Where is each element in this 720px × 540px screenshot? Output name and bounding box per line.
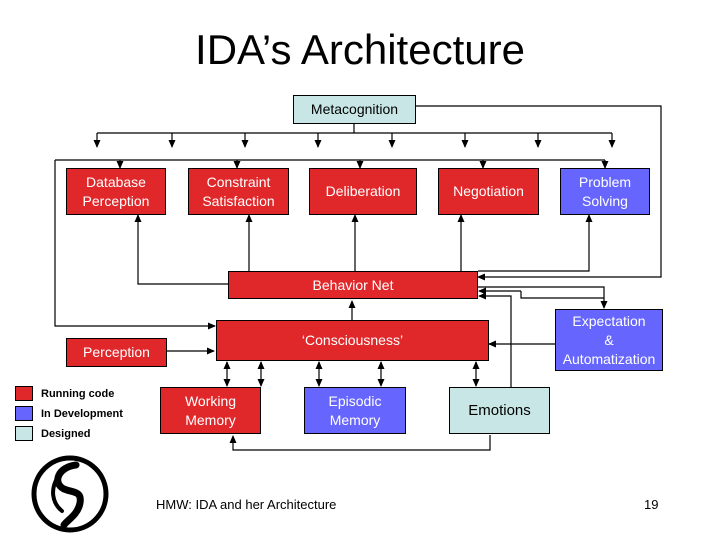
legend-label-running: Running code [41, 387, 115, 400]
legend-label-designed: Designed [41, 427, 91, 440]
deliberation-box: Deliberation [309, 168, 417, 215]
legend-in-development: In Development [15, 406, 123, 421]
legend-running-code: Running code [15, 386, 114, 401]
page-number: 19 [644, 497, 659, 512]
consciousness-box: ‘Consciousness’ [216, 320, 489, 361]
expectation-automatization-box: Expectation & Automatization [555, 309, 663, 371]
constraint-satisfaction-box: Constraint Satisfaction [188, 168, 289, 215]
legend-swatch-designed [15, 426, 33, 441]
database-perception-box: Database Perception [66, 168, 166, 215]
legend-swatch-development [15, 406, 33, 421]
legend-label-development: In Development [41, 407, 123, 420]
metacognition-box: Metacognition [293, 95, 416, 124]
footer-text: HMW: IDA and her Architecture [156, 497, 337, 512]
perception-box: Perception [66, 338, 167, 367]
working-memory-box: Working Memory [160, 387, 261, 434]
legend-swatch-running [15, 386, 33, 401]
behavior-net-box: Behavior Net [228, 271, 478, 299]
ida-spiral-logo-icon [31, 455, 109, 533]
negotiation-box: Negotiation [438, 168, 539, 215]
emotions-box: Emotions [449, 387, 550, 434]
episodic-memory-box: Episodic Memory [304, 387, 406, 434]
legend-designed: Designed [15, 426, 91, 441]
slide-title: IDA’s Architecture [195, 26, 525, 73]
problem-solving-box: Problem Solving [560, 168, 650, 215]
